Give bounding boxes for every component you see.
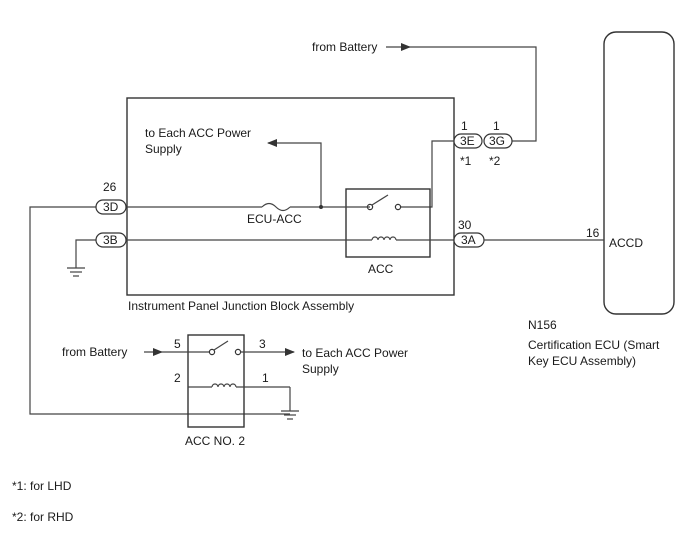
c3g-pin: 1 [493, 119, 500, 133]
acc-relay-contact-right [394, 203, 402, 211]
acc-no2-contact-right [234, 348, 242, 356]
ecu-name-line2: Key ECU Assembly) [528, 354, 636, 368]
c3g-note: *2 [489, 154, 501, 168]
c3e-id: 3E [460, 134, 475, 148]
c3d-pin: 26 [103, 180, 117, 194]
wire-left-to-3d [29, 206, 290, 415]
acc-no2-from-battery: from Battery [62, 345, 127, 359]
c3e-pin: 1 [461, 119, 468, 133]
c3g-id: 3G [489, 134, 505, 148]
wire-3e-to-relay [398, 140, 454, 208]
junction-block-box [126, 97, 455, 296]
acc-no2-pin3: 3 [259, 337, 266, 351]
acc-no2-contact-left [208, 348, 216, 356]
c3b-id: 3B [103, 233, 118, 247]
acc-no2-box [187, 334, 245, 428]
ecu-box [603, 31, 675, 315]
fuse-label: ECU-ACC [247, 212, 302, 226]
note-lhd: *1: for LHD [12, 479, 72, 493]
acc-no2-coil [211, 383, 237, 388]
acc-relay-switch-blade [371, 194, 389, 206]
acc-relay-box [345, 188, 431, 258]
ecu-terminal-label: ACCD [609, 236, 643, 250]
acc-relay-coil [371, 236, 397, 241]
acc-no2-pin2: 2 [174, 371, 181, 385]
ecu-code: N156 [528, 318, 557, 332]
wire-3b-ground [75, 239, 96, 268]
note-rhd: *2: for RHD [12, 510, 74, 524]
jb-to-acc-line2: Supply [145, 142, 182, 156]
connector-3d [95, 199, 127, 215]
junction-block-label: Instrument Panel Junction Block Assembly [128, 299, 354, 313]
ecu-name-line1: Certification ECU (Smart [528, 338, 660, 352]
jb-to-acc-line1: to Each ACC Power [145, 126, 251, 140]
acc-relay-label: ACC [368, 262, 394, 276]
acc-no2-switch-blade [213, 340, 229, 351]
connector-3g [483, 133, 513, 149]
acc-no2-pin1: 1 [262, 371, 269, 385]
c3e-note: *1 [460, 154, 472, 168]
acc-no2-pin5: 5 [174, 337, 181, 351]
acc-no2-label: ACC NO. 2 [185, 434, 245, 448]
c3a-pin: 30 [458, 218, 472, 232]
ecu-terminal-pin: 16 [586, 226, 600, 240]
c3d-id: 3D [103, 200, 119, 214]
acc-no2-to-acc-line1: to Each ACC Power [302, 346, 408, 360]
top-feed-wire [410, 46, 537, 142]
wire-acc-branch [267, 139, 322, 207]
top-feed-label: from Battery [312, 40, 377, 54]
junction-dot [319, 205, 323, 209]
c3a-id: 3A [461, 233, 476, 247]
acc-no2-to-acc-line2: Supply [302, 362, 339, 376]
fuse-ecu-acc [261, 202, 291, 212]
